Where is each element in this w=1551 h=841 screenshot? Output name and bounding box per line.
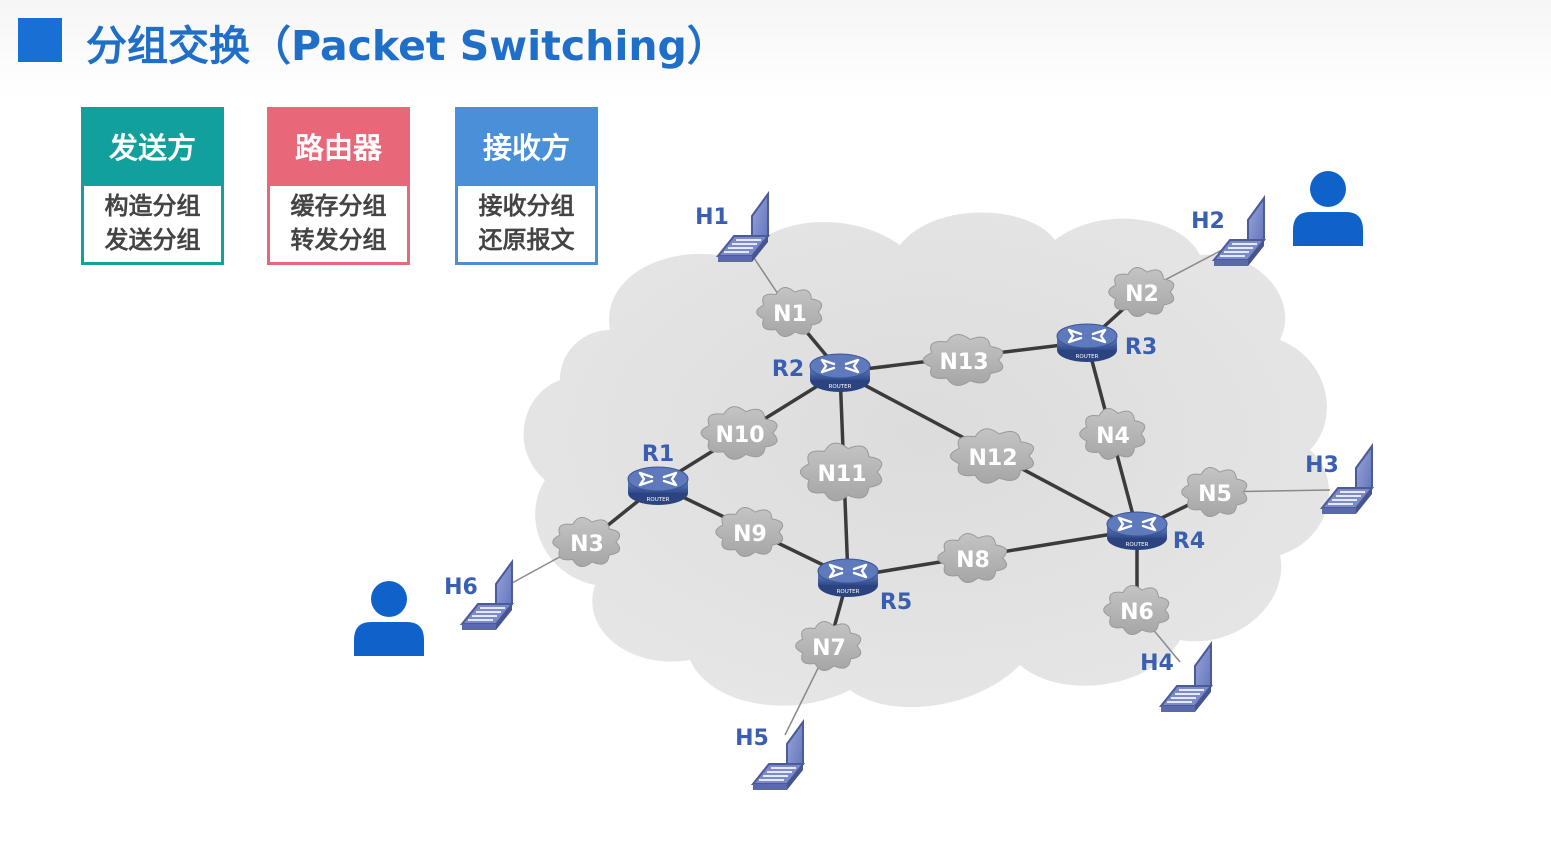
role-receiver-line-2: 还原报文: [478, 226, 575, 254]
role-sender: 发送方 构造分组 发送分组: [81, 107, 224, 265]
label-r1: R1: [642, 442, 674, 467]
page-title: 分组交换（Packet Switching）: [86, 22, 728, 70]
role-router: 路由器 缓存分组 转发分组: [267, 107, 410, 265]
label-r2: R2: [772, 357, 804, 382]
label-n4: N4: [1096, 424, 1130, 449]
cloud-n13: [922, 334, 1004, 386]
cloud-n5: [1181, 467, 1248, 517]
label-r4: R4: [1173, 529, 1205, 554]
cloud-n12: [949, 428, 1035, 484]
label-h1: H1: [695, 205, 729, 230]
role-receiver: 接收方 接收分组 还原报文: [455, 107, 598, 265]
router-caption: ROUTER: [829, 384, 852, 390]
label-n1: N1: [773, 302, 807, 327]
cloud-n10: [700, 406, 778, 460]
cloud-n6: [1103, 585, 1170, 635]
cloud-n8: [937, 533, 1007, 583]
user-icon-receiver: [1293, 171, 1363, 246]
cloud-n2: [1108, 267, 1175, 317]
label-n11: N11: [817, 462, 866, 487]
role-receiver-header: 接收方: [458, 110, 595, 186]
label-h4: H4: [1140, 651, 1174, 676]
label-r5: R5: [880, 590, 912, 615]
router-caption: ROUTER: [647, 497, 670, 503]
role-router-header: 路由器: [270, 110, 407, 186]
header-bar: 分组交换（Packet Switching）: [0, 0, 1551, 100]
label-n6: N6: [1120, 600, 1154, 625]
router-r4: ROUTER: [1105, 510, 1169, 552]
cloud-n7: [795, 621, 862, 671]
router-caption: ROUTER: [1126, 542, 1149, 548]
label-n13: N13: [939, 350, 988, 375]
router-r1: ROUTER: [626, 465, 690, 507]
label-n8: N8: [956, 548, 990, 573]
label-n10: N10: [715, 423, 764, 448]
label-n9: N9: [733, 522, 767, 547]
label-n5: N5: [1198, 482, 1232, 507]
label-h2: H2: [1191, 209, 1225, 234]
role-sender-line-1: 构造分组: [104, 192, 201, 220]
router-caption: ROUTER: [1076, 354, 1099, 360]
router-r3: ROUTER: [1055, 322, 1119, 364]
label-h5: H5: [735, 726, 769, 751]
label-n3: N3: [570, 532, 604, 557]
role-receiver-line-1: 接收分组: [478, 192, 575, 220]
cloud-n3: [552, 517, 621, 567]
router-r2: ROUTER: [808, 352, 872, 394]
cloud-n4: [1079, 408, 1146, 460]
role-sender-line-2: 发送分组: [104, 226, 201, 254]
label-r3: R3: [1125, 335, 1157, 360]
router-r5: ROUTER: [816, 557, 880, 599]
role-sender-header: 发送方: [84, 110, 221, 186]
label-n7: N7: [812, 636, 846, 661]
label-n12: N12: [968, 446, 1017, 471]
label-h3: H3: [1305, 453, 1339, 478]
cloud-n1: [756, 287, 823, 337]
cloud-n9: [715, 507, 784, 557]
internet-cloud: [523, 212, 1330, 708]
role-router-line-2: 转发分组: [290, 226, 387, 254]
role-router-line-1: 缓存分组: [290, 192, 387, 220]
cloud-n11: [799, 442, 883, 502]
router-caption: ROUTER: [837, 589, 860, 595]
label-h6: H6: [444, 575, 478, 600]
user-icon-sender: [354, 581, 424, 656]
label-n2: N2: [1125, 282, 1159, 307]
title-marker: [18, 18, 62, 62]
